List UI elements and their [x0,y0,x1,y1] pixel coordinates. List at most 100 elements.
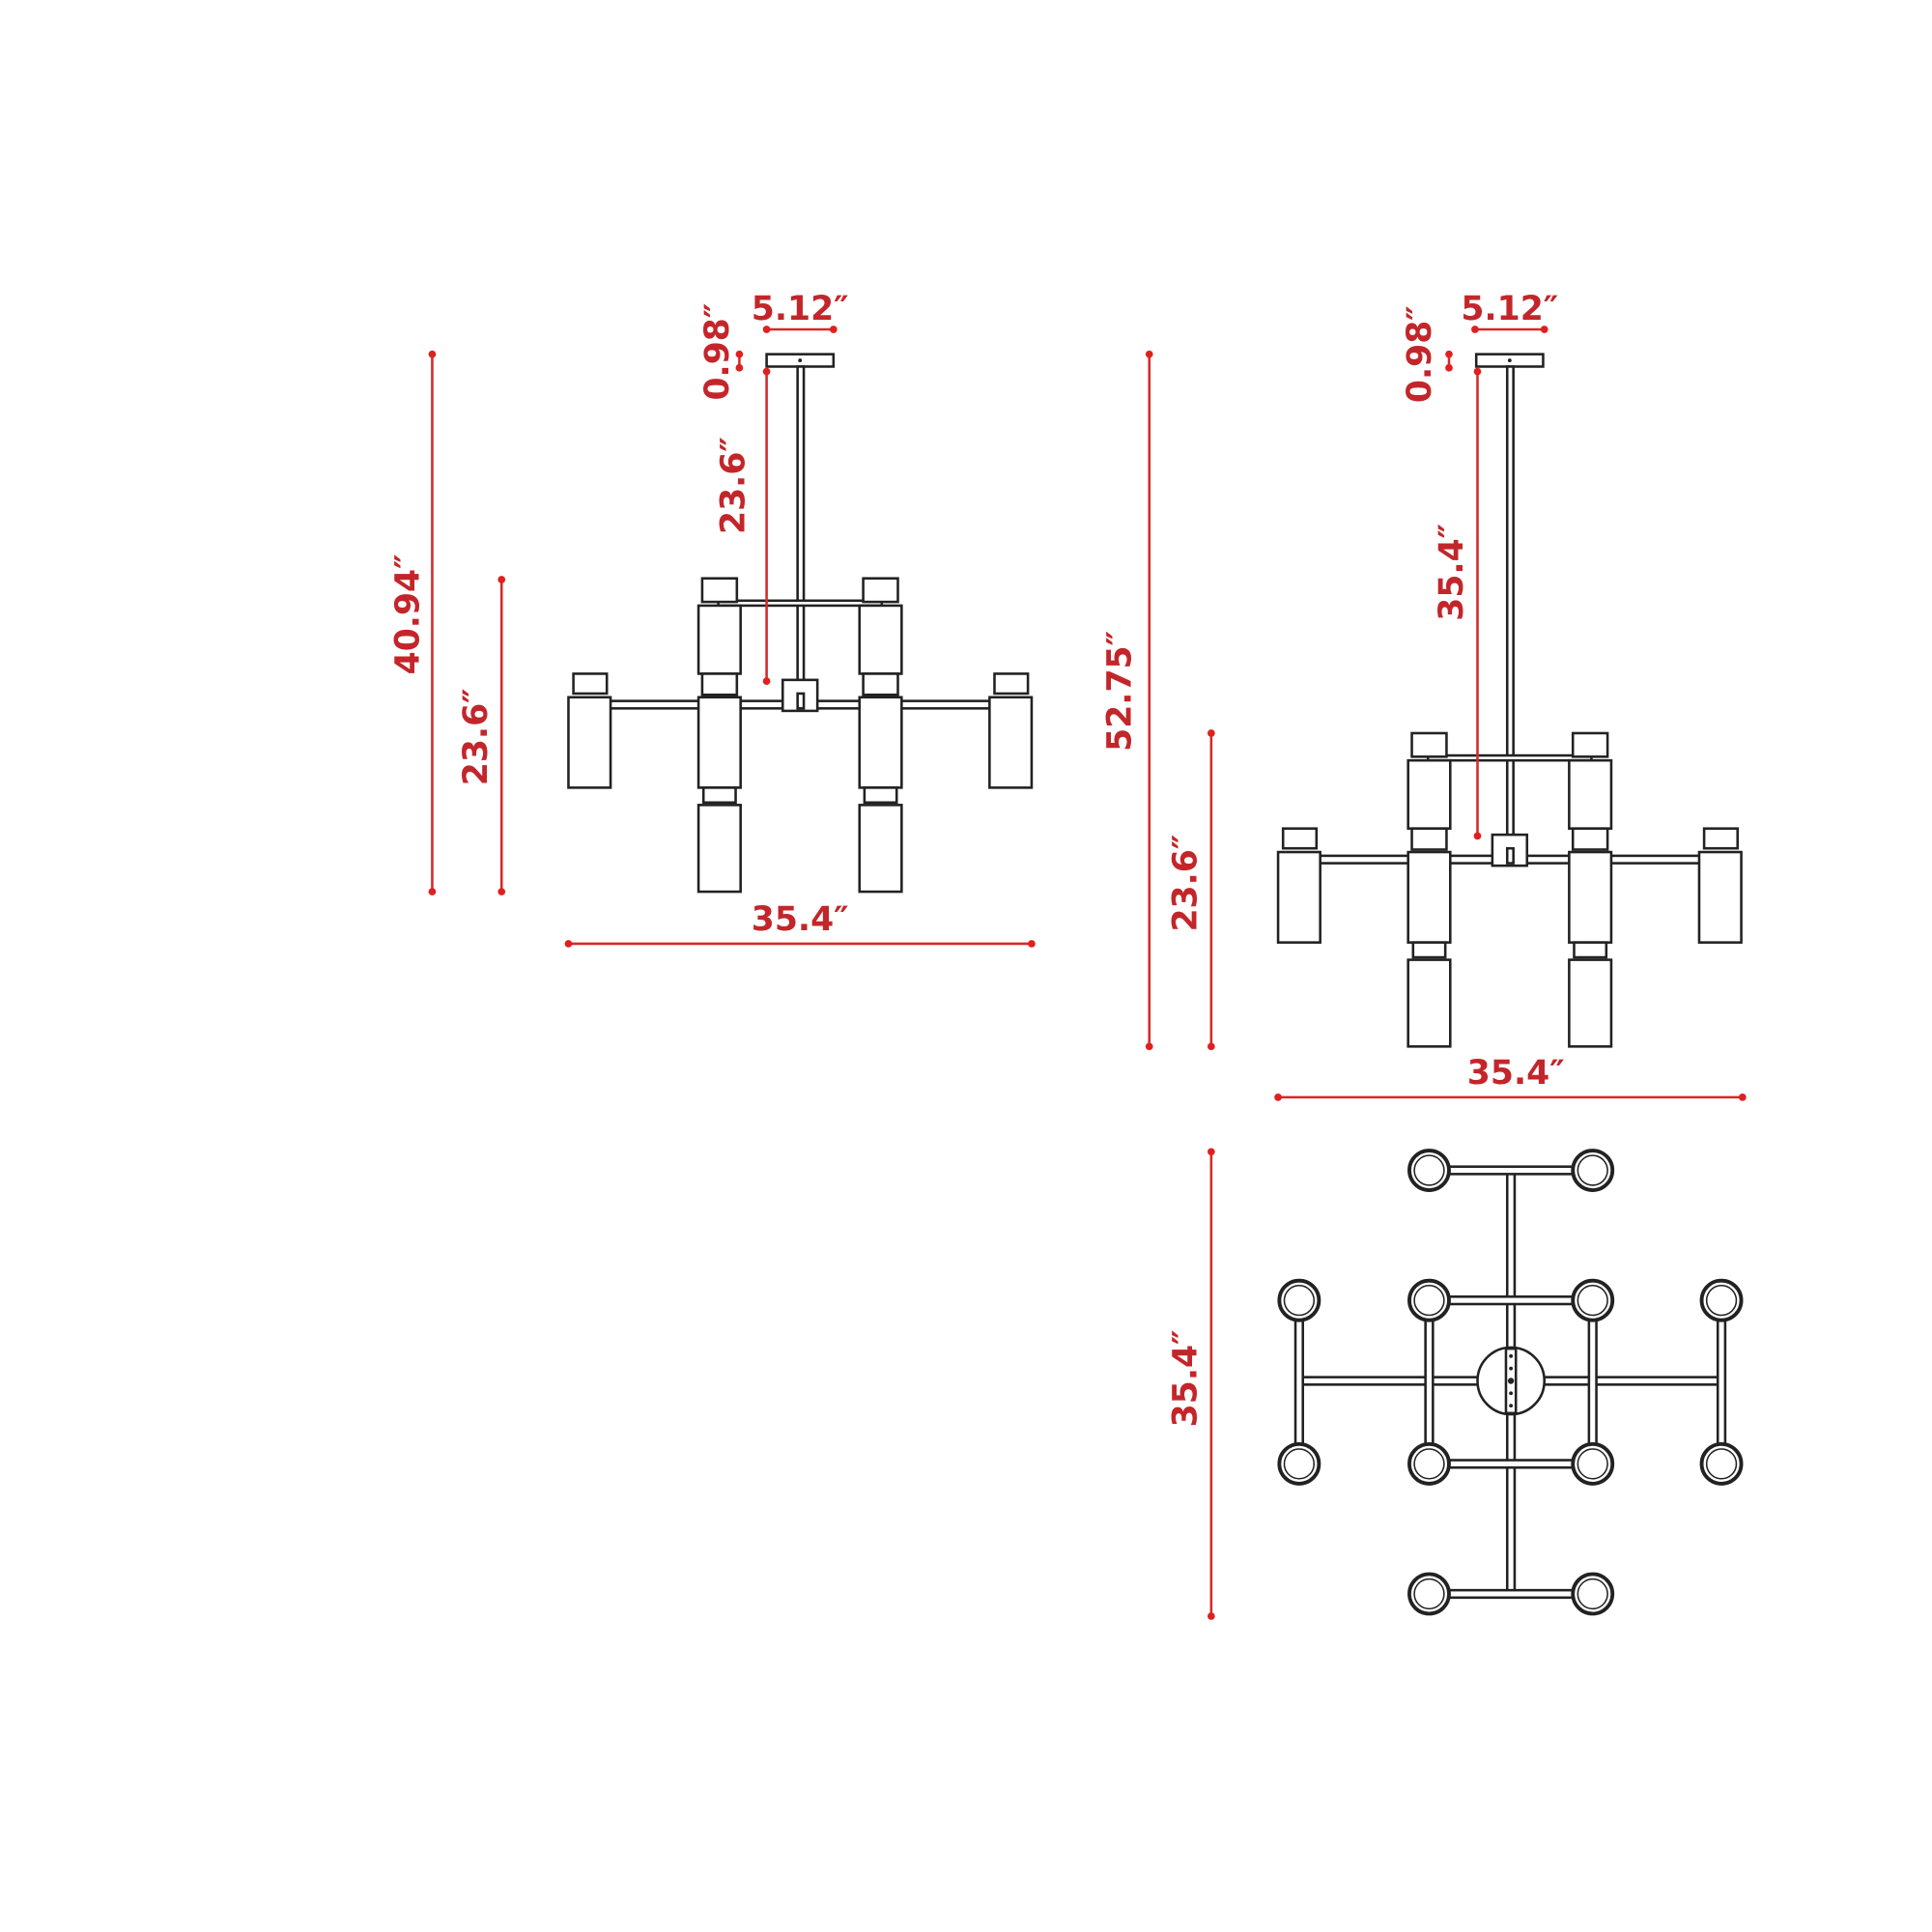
outer-right-shade [1697,850,1743,944]
arm-v-7 [1716,1298,1727,1465]
upper-right-cup [862,577,899,604]
label-front1-canopy-width: 5.12″ [752,290,849,328]
light-7-inner [1283,1448,1316,1480]
label-front1-body-height: 23.6″ [457,688,496,785]
outer-left-cup [1281,827,1319,850]
dim-top-depth-end [1208,1148,1215,1156]
middle-right-shade [858,696,903,789]
stem-rod [1505,365,1515,858]
outer-right-cup [1702,827,1739,850]
middle-right-shade [1568,850,1613,944]
lower-right-cup [863,786,898,805]
middle-right-cup [862,672,899,696]
upper-arm [717,599,884,608]
label-front2-canopy-width: 5.12″ [1461,290,1558,328]
label-front2-body-height: 23.6″ [1166,835,1205,932]
middle-left-shade [1406,850,1452,944]
screw-hole [1509,1391,1514,1396]
front-view-short-rod [567,353,1034,894]
upper-right-cup [1571,731,1609,758]
upper-right-shade [1568,758,1613,830]
upper-left-cup [700,577,739,604]
dim-front1-overall-height-end [428,888,437,895]
stem-end [1505,846,1515,865]
screw-hole [1507,1378,1515,1384]
light-10-inner [1705,1448,1738,1480]
arm-h-2 [1428,1165,1594,1176]
middle-left-shade [696,696,742,789]
arm-h-4 [1428,1295,1594,1306]
dim-front1-canopy-height-end [735,363,744,372]
light-5-inner [1577,1285,1608,1317]
light-2-inner [1577,1154,1608,1186]
dim-top-depth-end [1208,1612,1215,1620]
dim-front2-rod-length-end [1473,832,1482,840]
screw-hole [1509,1366,1514,1371]
dim-front1-width-end [1028,940,1036,948]
label-front1-rod-length: 23.6″ [715,437,753,534]
label-front2-width: 35.4″ [1467,1054,1565,1093]
screw-hole [1509,1353,1514,1358]
dim-front1-rod-length-end [762,367,771,376]
dimension-lines [428,326,1747,1620]
dim-front2-width-end [1739,1094,1747,1101]
upper-arm [1426,753,1593,762]
light-1-inner [1413,1154,1445,1186]
light-11-inner [1413,1577,1445,1610]
stem-end [796,692,806,710]
dim-front1-canopy-width-end [829,326,838,333]
lower-right-shade [858,804,903,894]
dim-front2-overall-height-end [1145,1042,1153,1051]
outer-left-cup [572,672,609,696]
screw-hole [1509,1404,1514,1408]
dim-front1-overall-height-end [428,350,437,358]
outer-left-shade [1276,850,1321,944]
label-front2-canopy-height: 0.98″ [1401,305,1439,403]
light-9-inner [1577,1448,1608,1480]
canopy-screw [1507,358,1512,362]
lower-right-cup [1573,941,1608,959]
lower-left-cup [701,786,737,805]
upper-right-shade [858,604,903,675]
label-top-depth: 35.4″ [1166,1329,1205,1427]
arm-v-8 [1424,1298,1435,1465]
dim-front1-body-height-end [497,576,506,583]
dim-front2-body-height-end [1208,729,1215,737]
label-front1-canopy-height: 0.98″ [698,303,737,401]
label-front2-overall-height: 52.75″ [1101,631,1140,752]
outer-right-cup [993,672,1030,696]
dim-front1-canopy-width-end [762,326,771,333]
upper-left-shade [696,604,742,675]
label-front2-rod-length: 35.4″ [1433,524,1471,621]
light-4-inner [1413,1285,1445,1317]
middle-left-cup [700,672,739,696]
dim-front2-body-height-end [1208,1042,1215,1051]
lower-left-shade [696,804,742,894]
dim-front2-rod-length-end [1473,367,1482,376]
label-front1-width: 35.4″ [752,900,849,939]
dim-front1-canopy-height-end [735,350,744,358]
light-8-inner [1413,1448,1445,1480]
dim-front2-canopy-height-end [1445,350,1453,358]
top-view [1277,1149,1744,1616]
light-12-inner [1577,1577,1608,1610]
dim-front2-canopy-width-end [1471,326,1479,333]
light-6-inner [1705,1285,1738,1317]
dim-front1-width-end [564,940,573,948]
canopy-screw [798,358,803,362]
arm-h-5 [1428,1459,1594,1469]
arm-v-6 [1293,1298,1304,1465]
dim-front2-canopy-height-end [1445,363,1453,372]
lower-right-shade [1568,958,1613,1048]
dim-front1-rod-length-end [762,677,771,685]
dim-front1-body-height-end [497,888,506,895]
light-3-inner [1283,1285,1316,1317]
middle-left-cup [1410,827,1448,851]
upper-left-shade [1406,758,1452,830]
arm-h-3 [1428,1588,1594,1600]
arm-v-9 [1587,1298,1598,1465]
dim-front2-canopy-width-end [1540,326,1548,333]
stem-rod [796,365,806,702]
